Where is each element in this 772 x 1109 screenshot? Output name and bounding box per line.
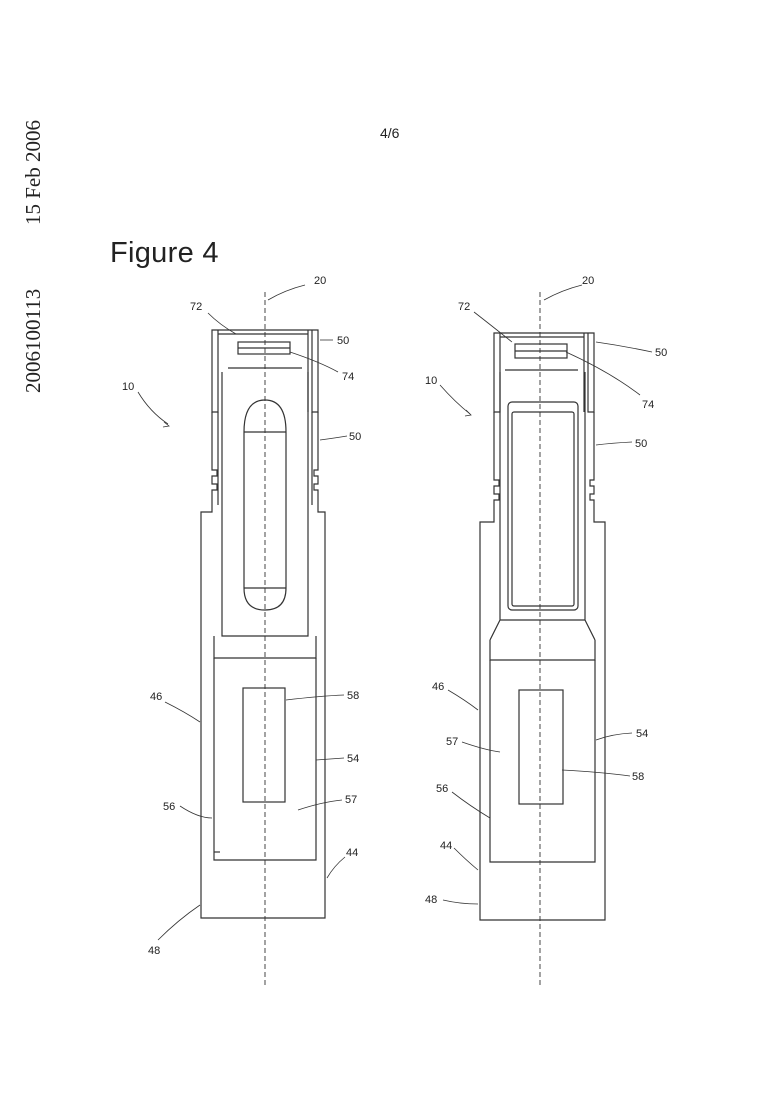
- right-label-54: 54: [636, 728, 648, 740]
- left-label-57: 57: [345, 794, 357, 806]
- left-leader-50-side: [319, 435, 348, 441]
- left-lower-body: [213, 658, 317, 861]
- left-label-44: 44: [346, 847, 358, 859]
- margin-text-rotated: 2006100113 15 Feb 2006: [21, 120, 45, 393]
- right-housing-outline: [479, 412, 606, 921]
- right-leader-56: [451, 791, 491, 819]
- right-leader-50-top: [595, 341, 653, 353]
- right-label-46: 46: [432, 681, 444, 693]
- right-leader-10: [439, 384, 471, 415]
- left-label-58: 58: [347, 690, 359, 702]
- right-label-50-side: 50: [635, 438, 647, 450]
- left-inner-frame: [213, 372, 317, 659]
- right-window: [518, 689, 564, 805]
- left-label-10: 10: [122, 381, 134, 393]
- right-leader-57: [461, 741, 501, 753]
- left-leader-10: [137, 391, 169, 425]
- left-leader-57: [297, 799, 343, 811]
- right-leader-46: [447, 689, 479, 711]
- left-label-20: 20: [314, 275, 326, 287]
- right-label-50-top: 50: [655, 347, 667, 359]
- right-label-74: 74: [642, 399, 654, 411]
- right-device: 20 72 50 74 10 50 46 57 54 58 56 44 48: [425, 275, 667, 988]
- left-label-56: 56: [163, 801, 175, 813]
- right-label-58: 58: [632, 771, 644, 783]
- right-leader-72: [473, 311, 513, 343]
- margin-date: 15 Feb 2006: [21, 120, 45, 225]
- left-leader-72: [207, 312, 237, 335]
- right-cap-outline: [493, 332, 595, 413]
- right-label-44: 44: [440, 840, 452, 852]
- right-leader-50-side: [595, 441, 633, 446]
- margin-number: 2006100113: [21, 289, 45, 393]
- right-label-48: 48: [425, 894, 437, 906]
- left-leader-46: [164, 701, 201, 723]
- right-leader-44: [453, 847, 479, 871]
- left-label-72: 72: [190, 301, 202, 313]
- left-arrow-head: [162, 421, 170, 428]
- left-label-74: 74: [342, 371, 354, 383]
- left-label-46: 46: [150, 691, 162, 703]
- right-cartridge-outer: [507, 401, 579, 611]
- right-label-57: 57: [446, 736, 458, 748]
- right-leader-48: [442, 899, 479, 905]
- figure-title: Figure 4: [110, 237, 219, 269]
- right-leader-20: [543, 284, 583, 301]
- left-device: 20 72 50 74 10 50 46 58 54 56 57 44 48: [122, 275, 361, 988]
- right-leader-54: [595, 732, 633, 741]
- right-leader-58: [561, 769, 631, 777]
- right-label-56: 56: [436, 783, 448, 795]
- page-number: 4/6: [380, 125, 400, 141]
- right-leader-74: [565, 351, 641, 396]
- right-lower-body: [489, 660, 596, 863]
- right-label-20: 20: [582, 275, 594, 287]
- left-leader-44: [326, 856, 346, 879]
- margin-text: 2006100113 15 Feb 2006: [10, 95, 50, 395]
- left-window: [242, 687, 286, 803]
- left-label-54: 54: [347, 753, 359, 765]
- left-label-50-top: 50: [337, 335, 349, 347]
- left-label-48: 48: [148, 945, 160, 957]
- left-leader-20: [267, 284, 306, 301]
- right-cartridge-inner: [511, 411, 575, 607]
- right-inner-frame: [489, 372, 596, 661]
- left-leader-58: [285, 694, 345, 701]
- right-label-72: 72: [458, 301, 470, 313]
- left-leader-74: [289, 351, 339, 373]
- left-label-50-side: 50: [349, 431, 361, 443]
- left-housing-outline: [200, 412, 326, 919]
- right-label-10: 10: [425, 375, 437, 387]
- left-leader-54: [315, 757, 345, 761]
- left-leader-56: [179, 805, 213, 819]
- left-leader-48: [157, 904, 201, 941]
- right-arrow-head: [464, 409, 472, 417]
